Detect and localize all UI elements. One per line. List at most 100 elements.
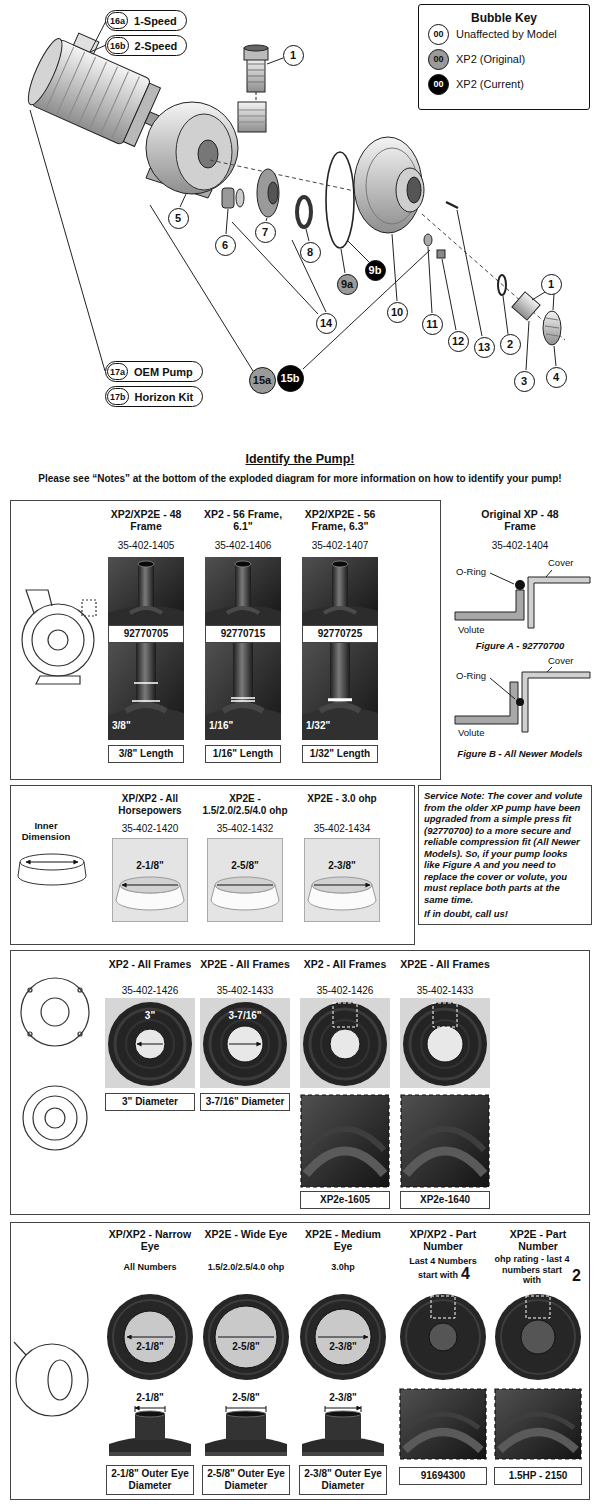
callout-text: 15a: [253, 374, 271, 386]
panel-text: XP/XP2 - Part Number: [396, 1228, 490, 1252]
part-caption-box: 92770715: [205, 625, 281, 643]
leader-lines-part: [266, 218, 267, 221]
discharge-union-part: [244, 45, 268, 51]
callout-text: 14: [320, 317, 332, 329]
panel-text: 2-3/8": [317, 860, 367, 872]
model-label-box: 17aOEM Pump: [105, 361, 203, 382]
panel-text: XP2 - All Frames: [299, 958, 391, 970]
impeller-outline-part: [48, 1360, 72, 1400]
cover-photos-part: [401, 1095, 489, 1187]
nozzle-photos-part: [302, 643, 378, 740]
model-label: 1-Speed: [134, 15, 177, 27]
pump-cover-part: [407, 177, 421, 203]
leader-lines-part: [554, 346, 556, 366]
cover-outline-part: [41, 998, 69, 1026]
impeller-photos-part: [400, 1294, 486, 1380]
inner-dimension-figure-part: [26, 862, 78, 863]
wear-ring-photos-part: [122, 885, 370, 886]
annotation-label: Figure B - All Newer Models: [445, 748, 595, 759]
identification-panel: Inner DimensionXP/XP2 - All Horsepowers3…: [10, 785, 415, 945]
panel-text: XP2E - Wide Eye: [199, 1228, 293, 1240]
pump-cover: [354, 137, 424, 233]
callout-number: 9a: [337, 274, 358, 295]
nozzle-photos-part: [108, 643, 184, 740]
callout-text: 2: [507, 338, 513, 350]
callout-number: 12: [448, 331, 469, 352]
wet-end-housing-part: [238, 110, 266, 122]
callout-number: 16a: [107, 12, 128, 29]
impeller-photos-part: [526, 1296, 550, 1318]
callout-text: 10: [391, 306, 403, 318]
cover-outline-part: [78, 988, 82, 992]
part-caption-box: 2-1/8" Outer Eye Diameter: [106, 1465, 194, 1495]
discharge-union-part: [247, 64, 265, 82]
caption-text: 1.5HP - 2150: [498, 1470, 578, 1482]
part-caption-box: 3-7/16" Diameter: [200, 1093, 290, 1111]
impeller-photos-part: [400, 1389, 486, 1459]
cover-photos-part: [105, 998, 195, 1088]
wear-ring-photos-part: [113, 839, 188, 922]
caption-text: 91694300: [403, 1470, 483, 1482]
page-heading: Identify the Pump!: [0, 452, 600, 466]
panel-text: start with: [396, 1270, 458, 1281]
cover-photos-part: [300, 998, 390, 1088]
model-label: 2-Speed: [135, 40, 178, 52]
panel-text: 2-1/8": [125, 860, 175, 872]
panel-text: ohp rating - last 4 numbers start with: [493, 1254, 571, 1286]
callout-number: 2: [500, 334, 521, 355]
callout-number: 1: [283, 45, 304, 66]
leader-lines-part: [392, 234, 397, 301]
cover-outline-part: [21, 978, 89, 1046]
model-label: OEM Pump: [134, 366, 193, 378]
callout-number: 15b: [277, 365, 304, 392]
callout-number: 4: [546, 367, 567, 388]
callout-number: 11: [422, 314, 443, 335]
leader-lines-part: [503, 296, 508, 334]
caption-text: 92770705: [112, 628, 180, 640]
cover-photos: [105, 998, 490, 1187]
wet-end-housing-part: [198, 140, 218, 168]
callout-number: 9b: [365, 260, 386, 281]
impeller-photos-part: [135, 1406, 361, 1412]
callout-number: 1: [541, 274, 562, 295]
cover-outline-part: [45, 1108, 65, 1128]
part-caption-box: 2-5/8" Outer Eye Diameter: [202, 1465, 290, 1495]
leader-lines-part: [428, 247, 432, 313]
motor-part-part: [22, 35, 68, 108]
impeller-photos-part: [135, 1414, 165, 1440]
wet-end-housing-part: [176, 114, 232, 190]
panel-text: XP/XP2 - Narrow Eye: [103, 1228, 197, 1252]
impeller-photos-part: [495, 1294, 581, 1380]
panel-text: 2-3/8": [318, 1341, 368, 1353]
panel-text: 35-402-1426: [104, 985, 196, 997]
impeller-outline-part: [14, 1342, 26, 1355]
pump-outline-part: [82, 600, 96, 616]
figure-a-part: [528, 577, 590, 628]
callout-text: 6: [222, 239, 228, 251]
panel-text: XP2E - Medium Eye: [296, 1228, 390, 1252]
leader-lines-part: [30, 110, 105, 371]
annotation-label: O-Ring: [456, 566, 500, 577]
callout-text: 11: [426, 318, 438, 330]
legend-text: XP2 (Original): [456, 53, 525, 66]
nozzle-photos-part: [205, 557, 281, 625]
panel-text: 35-402-1434: [294, 823, 390, 835]
leader-lines-part: [306, 229, 309, 241]
pump-cover-part: [396, 168, 424, 212]
part-caption-box: 1/16" Length: [205, 745, 281, 763]
panel-text: 35-402-1433: [199, 985, 291, 997]
caption-text: XP2e-1640: [404, 1194, 486, 1206]
panel-text: 35-402-1405: [100, 540, 192, 552]
panel-text: 2-5/8": [220, 860, 270, 872]
impeller-outline-part: [16, 1344, 88, 1416]
caption-text: 92770715: [209, 628, 277, 640]
impeller-photos-part: [127, 1337, 368, 1338]
annotation-label: Please see “Notes” at the bottom of the …: [5, 473, 595, 485]
panel-text: 4: [461, 1266, 481, 1282]
part-caption-box: XP2e-1605: [300, 1191, 390, 1209]
nozzle-photos-part: [302, 557, 378, 625]
wear-ring-photos: [113, 839, 380, 922]
panel-text: XP2E - Part Number: [491, 1228, 585, 1252]
figure-b-part: [455, 682, 518, 724]
panel-text: 35-402-1433: [399, 985, 491, 997]
